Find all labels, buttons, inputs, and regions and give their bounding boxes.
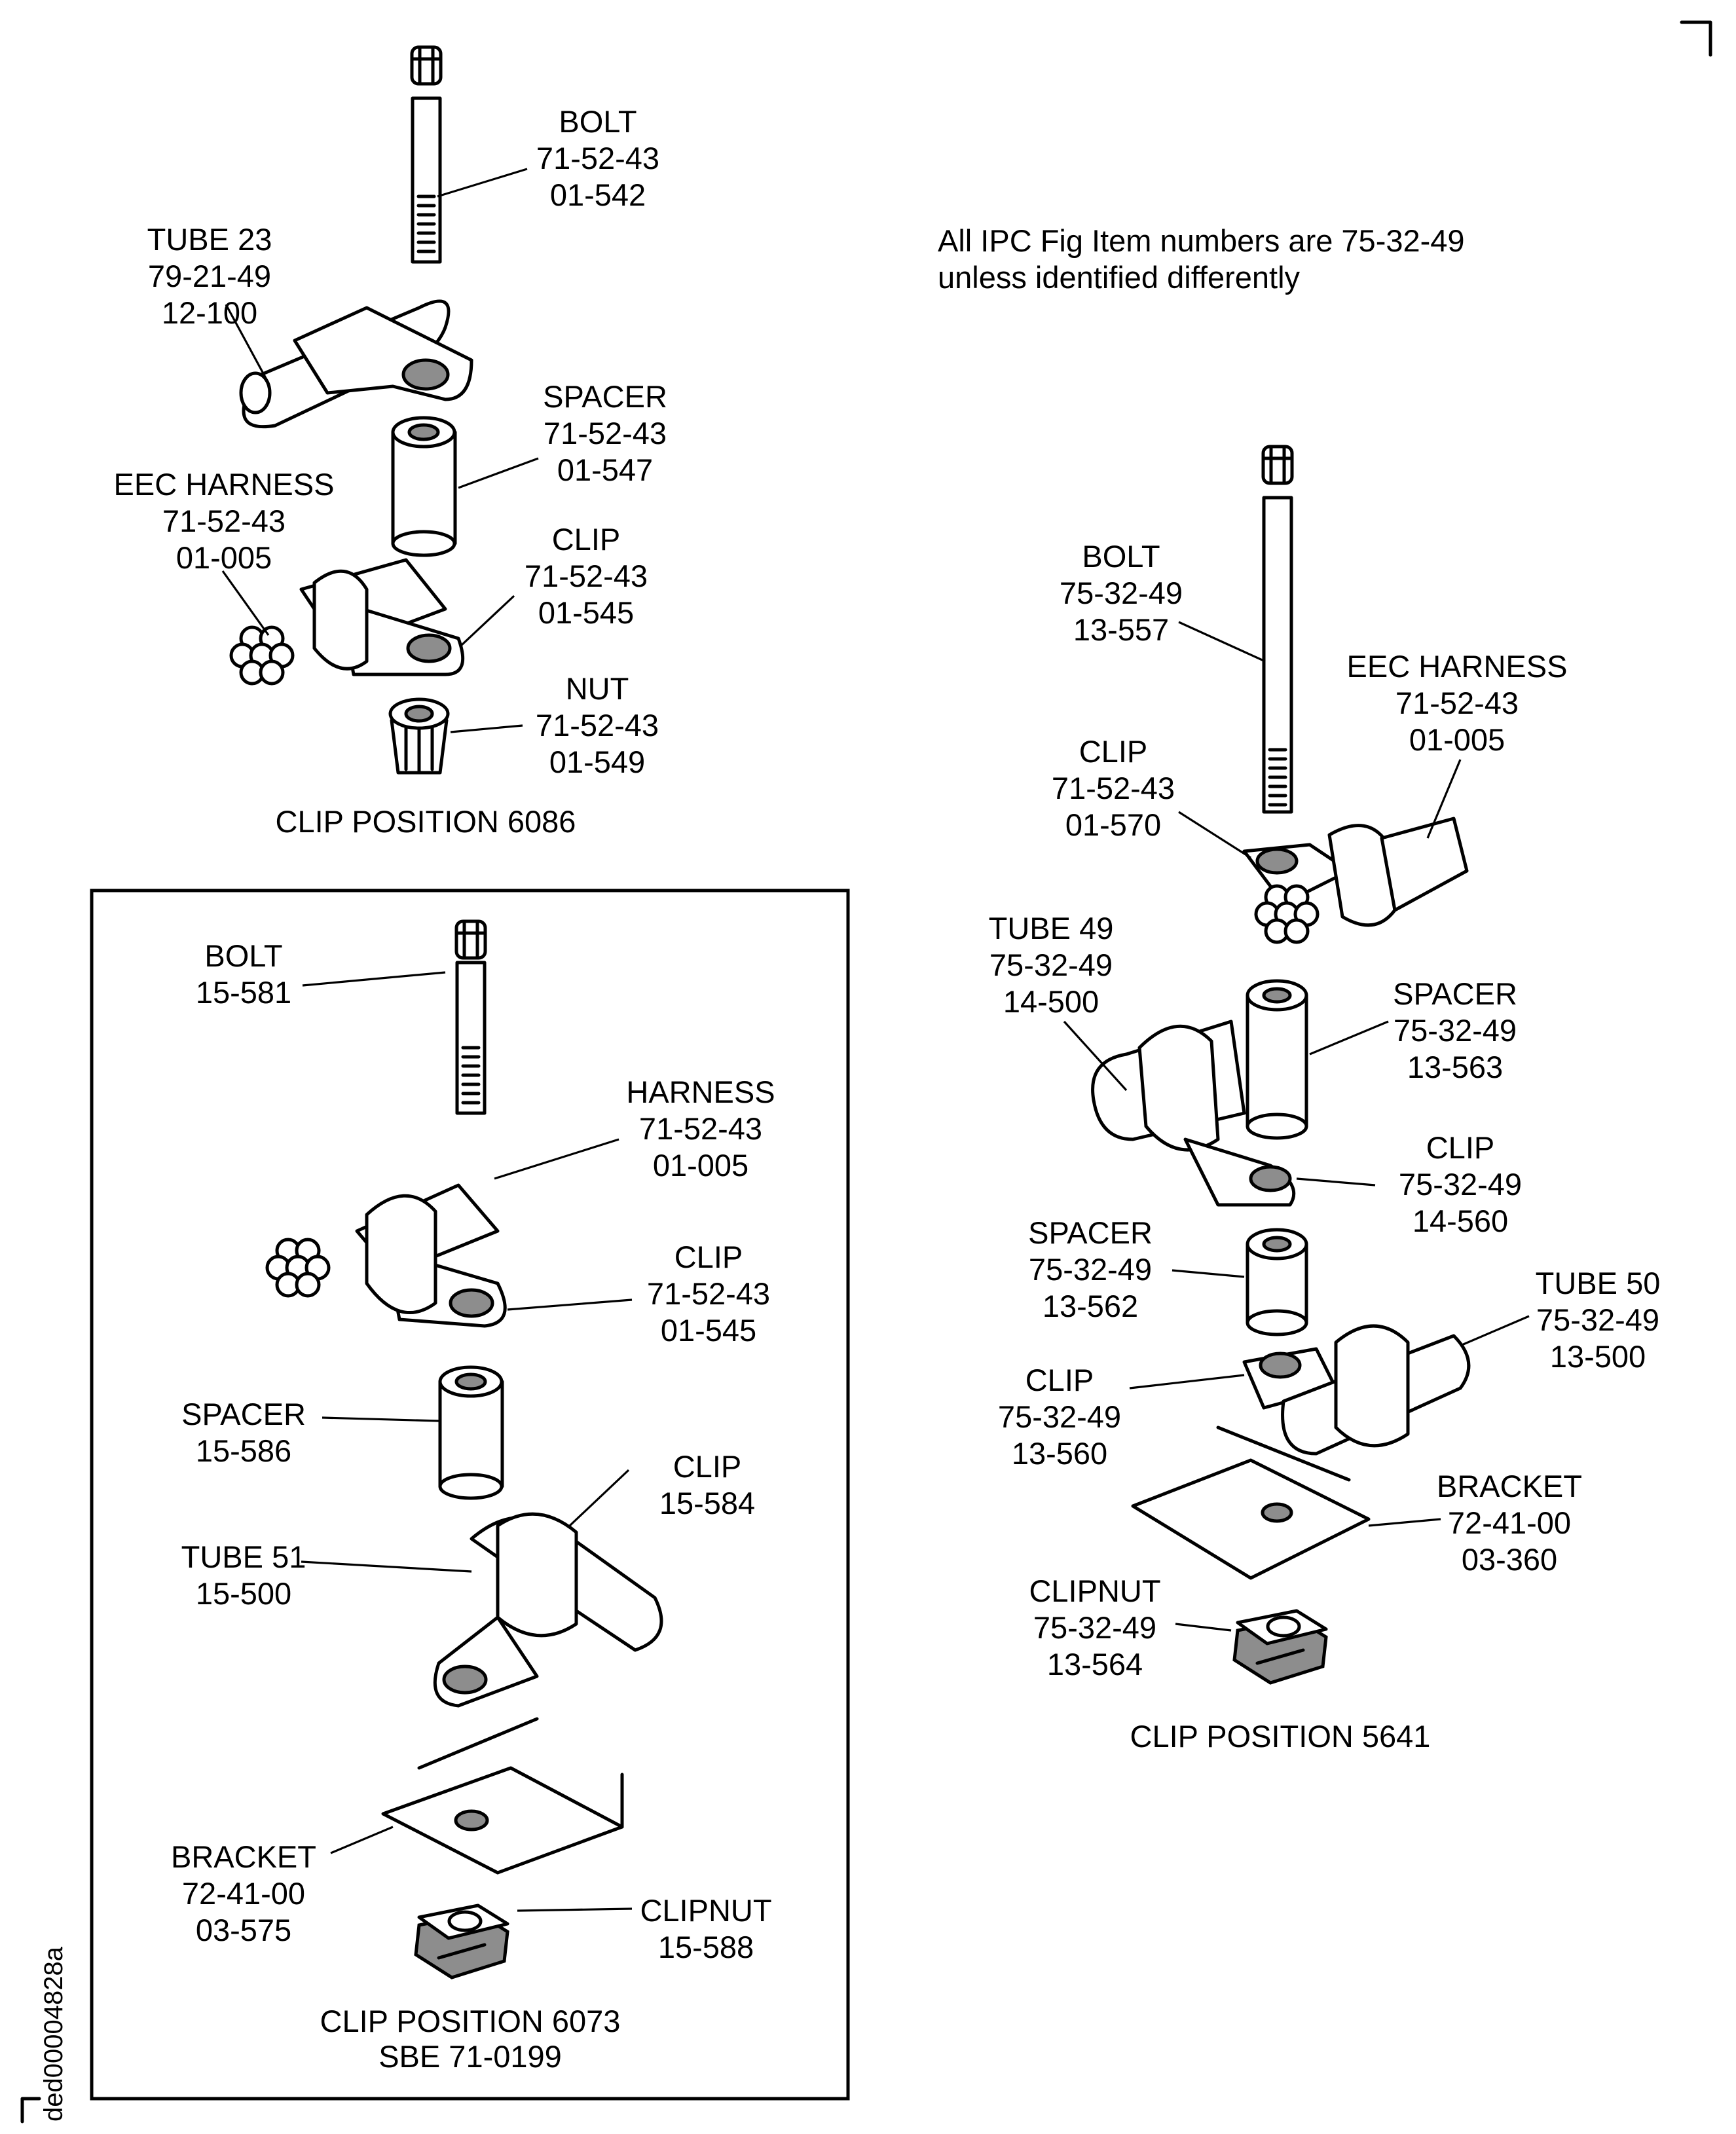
part-eec-harness-clip bbox=[231, 558, 465, 684]
part-tube-23 bbox=[239, 299, 473, 429]
part-bolt bbox=[412, 47, 441, 264]
part-tube-50-clip bbox=[1242, 1324, 1471, 1456]
part-bolt bbox=[456, 921, 485, 1115]
part-bolt bbox=[1263, 447, 1292, 814]
part-bracket bbox=[1131, 1426, 1371, 1580]
part-clipnut bbox=[416, 1905, 508, 1978]
crop-mark bbox=[1680, 20, 1712, 57]
part-nut bbox=[388, 697, 450, 775]
view-5641-parts bbox=[1063, 447, 1530, 1683]
part-spacer bbox=[391, 416, 457, 557]
part-spacer-2 bbox=[1246, 1228, 1308, 1336]
general-note: All IPC Fig Item numbers are 75-32-49 un… bbox=[938, 223, 1465, 295]
view-6086-parts bbox=[221, 47, 539, 775]
part-harness-clip bbox=[267, 1183, 507, 1328]
part-spacer bbox=[438, 1365, 504, 1500]
part-spacer-1 bbox=[1246, 979, 1308, 1140]
caption-clip-position-6086: CLIP POSITION 6086 bbox=[275, 804, 576, 839]
document-id: ded00004828a bbox=[39, 1947, 68, 2122]
part-tube-49-clip bbox=[1091, 1020, 1296, 1207]
part-eec-harness-clip bbox=[1242, 817, 1469, 942]
part-tube-51-clip bbox=[433, 1512, 663, 1708]
part-clipnut bbox=[1234, 1611, 1326, 1683]
caption-clip-position-5641: CLIP POSITION 5641 bbox=[1130, 1719, 1431, 1754]
view-6073-parts bbox=[267, 921, 663, 1978]
crop-mark bbox=[20, 2097, 41, 2124]
part-bracket bbox=[381, 1717, 624, 1875]
view-6073-frame bbox=[90, 889, 850, 2101]
